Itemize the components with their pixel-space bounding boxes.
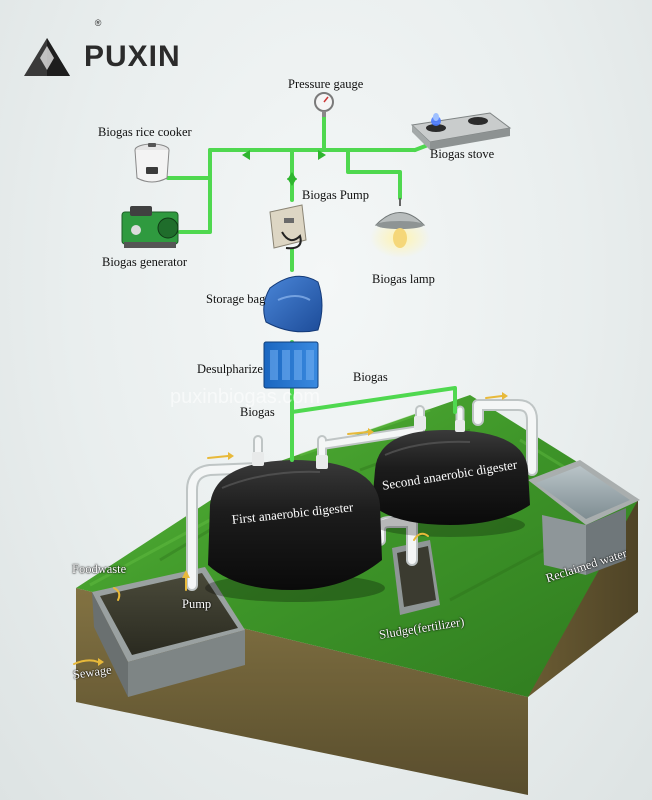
label-pressure-gauge: Pressure gauge (288, 77, 364, 91)
reclaimed-water-pit (528, 460, 640, 575)
label-pump-pit: Pump (182, 597, 212, 611)
label-foodwaste: Foodwaste (72, 562, 127, 576)
sewage-pit (92, 567, 245, 697)
second-anaerobic-digester (372, 416, 530, 537)
gas-flow-arrows (242, 150, 326, 186)
label-rice-cooker: Biogas rice cooker (98, 125, 192, 139)
biogas-lamp-icon (370, 198, 430, 258)
label-lamp: Biogas lamp (372, 272, 435, 286)
puxin-logo-icon (24, 38, 70, 76)
watermark: puxinbiogas.com (170, 386, 321, 408)
rice-cooker-icon (134, 143, 170, 183)
label-stove: Biogas stove (430, 147, 495, 161)
biogas-stove-icon (410, 112, 512, 150)
generator-icon (121, 206, 179, 248)
label-generator: Biogas generator (102, 255, 188, 269)
storage-bag-icon (263, 275, 323, 333)
label-biogas-upper: Biogas (353, 370, 388, 384)
first-anaerobic-digester (205, 452, 385, 602)
brand-name-text: PUXIN (84, 40, 181, 73)
registered-mark: ® (94, 18, 103, 28)
desulphurizer-icon (263, 341, 319, 389)
label-desulpharize: Desulpharize (197, 362, 263, 376)
brand-name: PUXIN ® (84, 18, 186, 74)
biogas-pump-icon (269, 204, 307, 250)
label-biogas-lower: Biogas (240, 405, 275, 419)
pressure-gauge-icon (314, 92, 334, 117)
label-pump: Biogas Pump (302, 188, 370, 202)
liquid-flow-arrows (73, 395, 503, 665)
label-storage-bag: Storage bag (206, 292, 266, 306)
